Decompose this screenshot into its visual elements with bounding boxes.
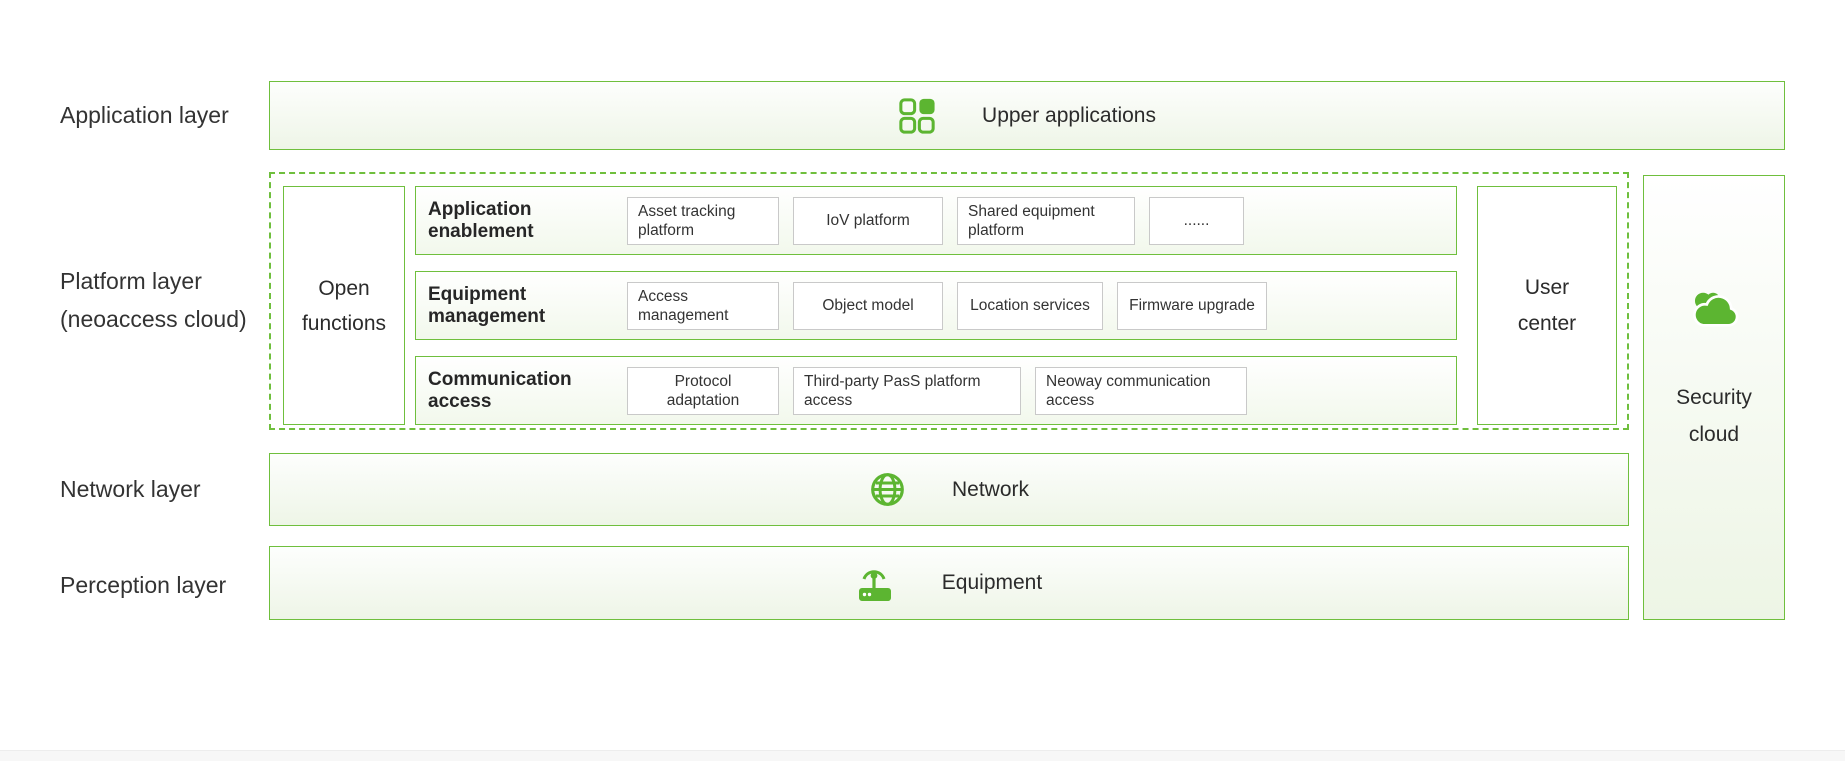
platform-layer-label-line2: (neoaccess cloud) [60,306,247,332]
capability-chip: Asset tracking platform [627,196,779,245]
capability-chip: Object model [793,281,943,330]
capability-chip: Location services [957,281,1103,330]
platform-layer-label-line1: Platform layer [60,268,202,294]
capability-chip: Neoway communication access [1035,366,1247,415]
security-cloud-box: Security cloud [1643,175,1785,620]
network-layer-label: Network layer [60,476,201,502]
capability-chip-more: ...... [1149,196,1244,245]
communication-access-row: Communication access Protocol adaptation… [415,356,1457,425]
capability-chip: Protocol adaptation [627,366,779,415]
capability-chip: Access management [627,281,779,330]
capability-chip: Third-party PasS platform access [793,366,1021,415]
apps-grid-icon [898,97,936,135]
security-cloud-text: Security cloud [1676,379,1752,453]
equipment-management-row: Equipment management Access management O… [415,271,1457,340]
row-label-equipment-management: Equipment management [428,283,546,327]
equipment-box: Equipment [269,546,1629,620]
equipment-box-title: Equipment [941,571,1043,594]
security-cloud-icon [1685,287,1743,331]
security-cloud-line1: Security [1676,385,1752,409]
row-label-application-enablement: Application enablement [428,198,534,242]
perception-layer-label: Perception layer [60,572,227,598]
bottom-separator [0,750,1845,761]
user-center-box: User center [1477,186,1617,425]
application-layer-label: Application layer [60,102,229,128]
upper-applications-title: Upper applications [982,103,1156,127]
capability-chip: IoV platform [793,196,943,245]
row-label-communication-access: Communication access [428,368,572,412]
user-center-line1: User [1524,275,1570,299]
open-functions-box: Open functions [283,186,405,425]
capability-chip: Firmware upgrade [1117,281,1267,330]
network-box-title: Network [951,477,1030,501]
platform-dashed-box: Open functions Application enablement As… [269,172,1629,430]
platform-layer-label: Platform layer (neoaccess cloud) [60,262,247,338]
platform-rows: Application enablement Asset tracking pl… [415,186,1457,425]
network-box: Network [269,453,1629,526]
security-cloud-line2: cloud [1688,422,1740,446]
open-functions-line1: Open [318,276,370,300]
open-functions-line2: functions [301,311,387,335]
router-icon [856,563,896,603]
globe-icon [869,471,906,508]
application-enablement-row: Application enablement Asset tracking pl… [415,186,1457,255]
user-center-line2: center [1517,311,1577,335]
upper-applications-box: Upper applications [269,81,1785,150]
capability-chip: Shared equipment platform [957,196,1135,245]
